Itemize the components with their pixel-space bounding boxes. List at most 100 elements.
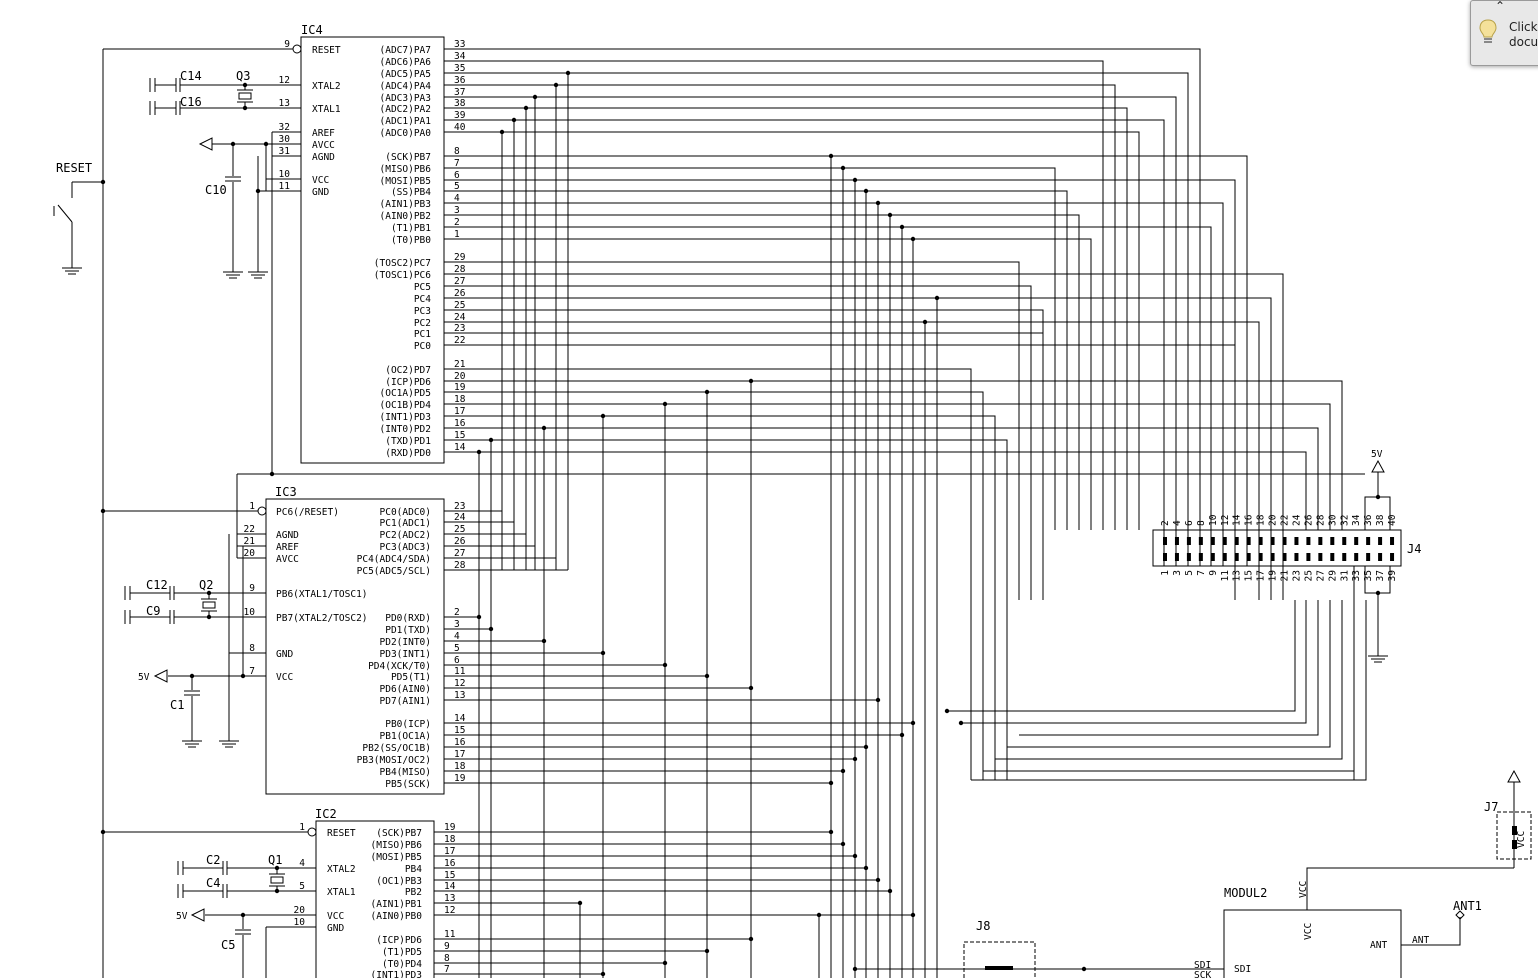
j4-pin: [1294, 553, 1299, 561]
pin-number: 7: [454, 158, 460, 169]
j4-bottom-pin-number: 5: [1184, 570, 1195, 576]
junction-dot: [899, 732, 905, 738]
pin-name: (MOSI)PB5: [371, 852, 422, 863]
wire: [444, 451, 1307, 530]
j4-top-pin-number: 10: [1208, 514, 1219, 526]
pin-number: 9: [249, 583, 255, 594]
modul2-vcc-out: VCC: [1298, 881, 1309, 898]
junction-dot: [748, 685, 754, 691]
wire: [444, 273, 1284, 600]
pin-number: 21: [454, 359, 466, 370]
pin-name: AVCC: [276, 554, 299, 565]
pin-name: PC6(/RESET): [276, 507, 339, 518]
j4-bottom-pin-number: 19: [1268, 570, 1279, 582]
j4-pin: [1186, 537, 1191, 545]
pin-number: 13: [454, 690, 465, 701]
pin-number: 10: [294, 917, 306, 928]
pin-number: 3: [454, 205, 460, 216]
wire: [444, 391, 984, 780]
pin-name: (INT1)PD3: [371, 970, 422, 978]
pin-number: 35: [454, 63, 465, 74]
pin-name: VCC: [276, 672, 293, 683]
pin-number: 18: [454, 394, 466, 405]
wire: [444, 48, 1201, 566]
c2-label: C2: [206, 853, 220, 867]
pin-name: PC5: [414, 282, 431, 293]
j4-pin: [1330, 537, 1335, 545]
power-arrow-icon: [1371, 459, 1385, 473]
ant1-label: ANT1: [1453, 899, 1482, 913]
pin-number: 12: [454, 678, 465, 689]
pin-name: GND: [312, 187, 329, 198]
pin-number: 4: [299, 858, 305, 869]
pin-name: PC3: [414, 306, 431, 317]
pin-number: 28: [454, 264, 466, 275]
q2-label: Q2: [199, 578, 213, 592]
sdi-net: SDI: [1194, 960, 1211, 971]
junction-dot: [476, 614, 482, 620]
pin-number: 15: [444, 870, 455, 881]
pin-number: 22: [244, 524, 255, 535]
pin-name: PD2(INT0): [380, 637, 431, 648]
pin-number: 17: [454, 749, 465, 760]
lightbulb-icon: [1479, 19, 1497, 43]
pin-name: (ICP)PD6: [376, 935, 422, 946]
pin-name: PB2: [405, 887, 422, 898]
wire: [961, 600, 1307, 724]
pin-number: 9: [284, 39, 290, 50]
j4-top-pin-number: 2: [1160, 520, 1171, 526]
j4-pin: [1282, 553, 1287, 561]
junction-dot: [748, 936, 754, 942]
reset-label: RESET: [56, 161, 92, 175]
j4-top-pin-number: 40: [1387, 514, 1398, 526]
j4-pin: [1174, 553, 1179, 561]
j4-top-pin-number: 20: [1268, 514, 1279, 526]
wire: [995, 600, 1343, 760]
wire: [444, 96, 1177, 566]
j4-bottom-pin-number: 11: [1220, 570, 1231, 582]
pin-number: 3: [454, 619, 460, 630]
pin-number: 20: [244, 548, 256, 559]
wires: [53, 48, 1515, 978]
pin-number: 7: [444, 964, 450, 975]
j4-bottom-pin-number: 13: [1232, 570, 1243, 581]
pin-number: 6: [454, 655, 460, 666]
pin-name: PB5(SCK): [385, 779, 431, 790]
j4-pin: [1198, 553, 1203, 561]
j4-top-pin-number: 12: [1220, 515, 1231, 526]
pin-number: 17: [454, 406, 465, 417]
pin-name: PB1(OC1A): [380, 731, 431, 742]
pin-number: 25: [454, 300, 465, 311]
pin-name: PC2: [414, 318, 431, 329]
pin-name: PC1: [414, 329, 431, 340]
pin-name: (OC1)PB3: [376, 876, 422, 887]
pin-number: 21: [244, 536, 256, 547]
pin-number: 22: [454, 335, 465, 346]
pin-name: XTAL1: [312, 104, 341, 115]
wire: [444, 202, 1224, 566]
ic3-body: [265, 498, 445, 795]
j4-top-pin-number: 28: [1315, 514, 1326, 526]
junction-dot: [488, 626, 494, 632]
pin-name: (AIN1)PB1: [371, 899, 423, 910]
pin-number: 19: [454, 773, 466, 784]
j4-bottom-pin-number: 9: [1208, 570, 1219, 576]
j4-top-pin-number: 22: [1280, 515, 1291, 526]
sck-net: SCK: [1194, 970, 1211, 978]
pin-number: 11: [454, 666, 466, 677]
pin-number: 32: [279, 122, 290, 133]
pin-number: 8: [444, 953, 450, 964]
junction-dot: [852, 966, 858, 972]
pin-number: 17: [444, 846, 455, 857]
pin-number: 4: [454, 631, 460, 642]
wire: [444, 415, 996, 780]
pin-number: 10: [279, 169, 291, 180]
junction-dot: [1375, 494, 1381, 500]
j4-pin: [1282, 537, 1287, 545]
pin-name: (TOSC2)PC7: [374, 258, 431, 269]
j4-pin: [1354, 553, 1359, 561]
5v-label: 5V: [138, 672, 150, 683]
pin-number: 16: [454, 418, 466, 429]
collapse-caret-icon[interactable]: ⌃: [1495, 0, 1506, 13]
